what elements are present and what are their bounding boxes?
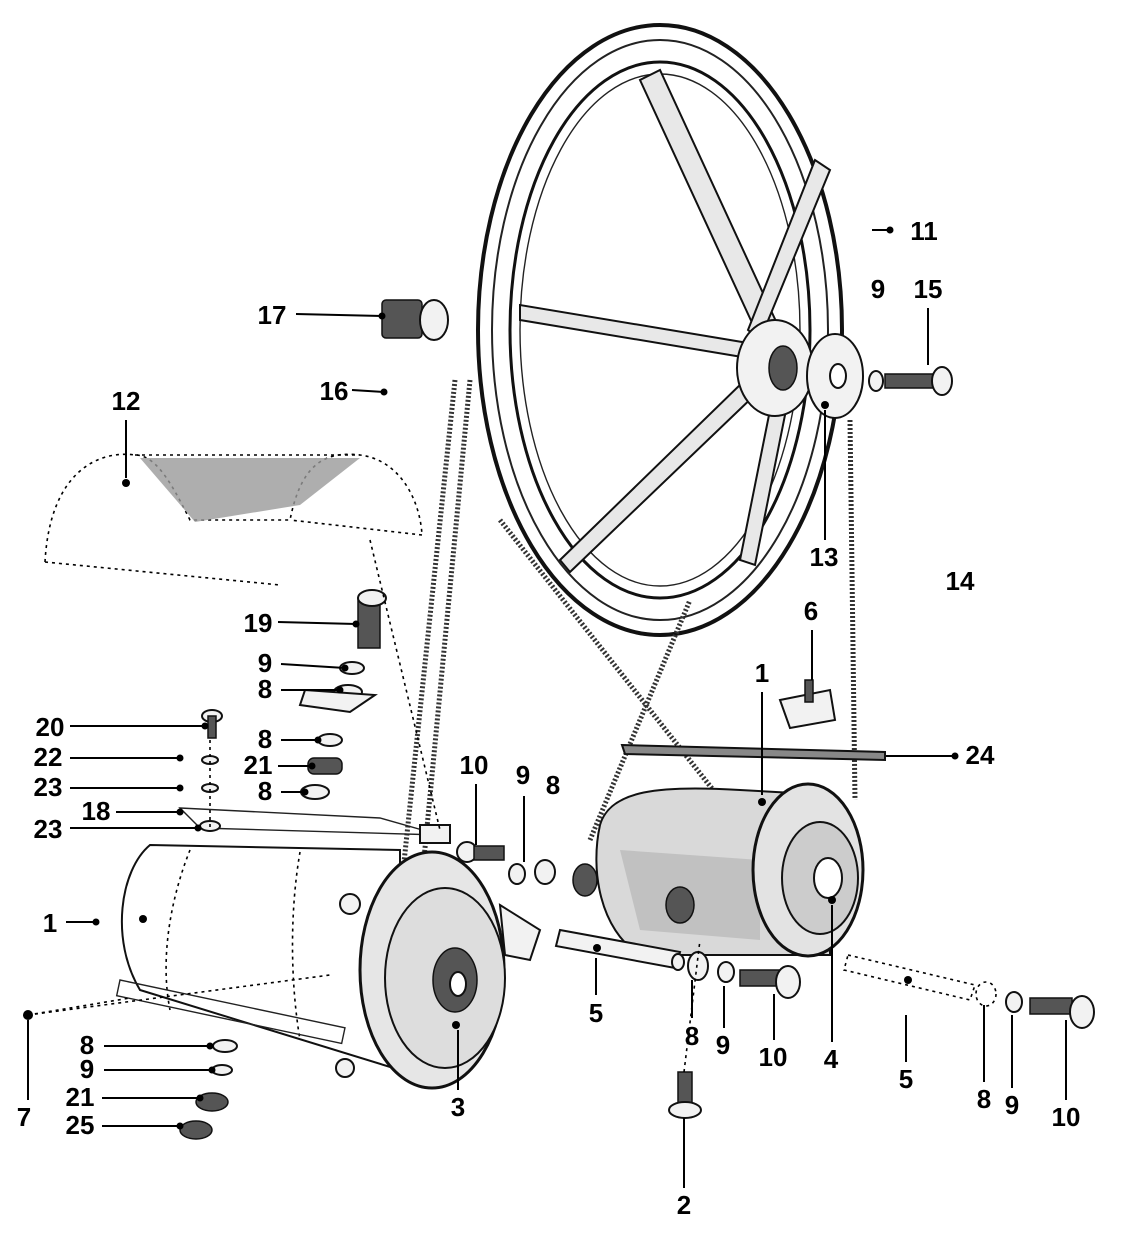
callout-label-c13: 13 bbox=[810, 542, 839, 572]
bolt-10-left bbox=[456, 841, 556, 885]
callout-leader-c16 bbox=[351, 389, 385, 393]
belt-cover-12 bbox=[44, 453, 423, 586]
callout-label-c9a: 9 bbox=[871, 274, 885, 304]
callout-dot-c17 bbox=[378, 312, 386, 320]
callout-label-c2: 2 bbox=[677, 1190, 691, 1220]
callout-dot-c22 bbox=[176, 754, 184, 762]
callout-label-c10a: 10 bbox=[460, 750, 489, 780]
callout-label-c6: 6 bbox=[804, 596, 818, 626]
callout-label-c9f: 9 bbox=[1005, 1090, 1019, 1120]
callout-label-c10c: 10 bbox=[1052, 1102, 1081, 1132]
callout-dot-c19 bbox=[352, 620, 360, 628]
callout-dot-c18 bbox=[176, 808, 184, 816]
callout-label-c8a: 8 bbox=[258, 674, 272, 704]
callout-label-c8b: 8 bbox=[258, 724, 272, 754]
callout-dot-c1b bbox=[92, 918, 100, 926]
callout-label-c25: 25 bbox=[66, 1110, 95, 1140]
leader-lines bbox=[27, 308, 1067, 1100]
callout-label-c9e: 9 bbox=[80, 1054, 94, 1084]
callout-label-c11: 11 bbox=[910, 216, 938, 246]
shaft-5-left bbox=[554, 928, 801, 999]
bottom-bolt-2 bbox=[668, 939, 702, 1188]
top-bolt-15 bbox=[868, 366, 953, 396]
callout-leader-c9b bbox=[280, 663, 346, 669]
callout-label-c14: 14 bbox=[946, 566, 975, 596]
callout-label-c3: 3 bbox=[451, 1092, 465, 1122]
callout-label-c21a: 21 bbox=[244, 750, 273, 780]
left-motor-1 bbox=[115, 843, 542, 1090]
callout-label-c1a: 1 bbox=[755, 658, 769, 688]
callout-dot-c21b bbox=[196, 1094, 204, 1102]
callout-label-c16: 16 bbox=[320, 376, 349, 406]
callout-dot-c16 bbox=[380, 388, 388, 396]
callout-label-c20: 20 bbox=[36, 712, 65, 742]
callout-dot-c23b bbox=[194, 824, 202, 832]
callout-label-c8e: 8 bbox=[685, 1021, 699, 1051]
callout-label-c22: 22 bbox=[34, 742, 63, 772]
callout-dot-c24 bbox=[951, 752, 959, 760]
callout-leader-c19 bbox=[277, 621, 357, 625]
callout-label-c8d: 8 bbox=[258, 776, 272, 806]
callout-label-c21b: 21 bbox=[66, 1082, 95, 1112]
callout-dot-c23a bbox=[176, 784, 184, 792]
callout-label-c8g: 8 bbox=[977, 1084, 991, 1114]
callout-label-c23a: 23 bbox=[34, 772, 63, 802]
callout-label-c9c: 9 bbox=[516, 760, 530, 790]
callout-label-c9b: 9 bbox=[258, 648, 272, 678]
callout-leader-c17 bbox=[295, 313, 383, 317]
callout-dot-c20 bbox=[201, 722, 209, 730]
callout-label-c5b: 5 bbox=[899, 1064, 913, 1094]
knob-17 bbox=[381, 299, 449, 341]
callout-label-c23b: 23 bbox=[34, 814, 63, 844]
callout-label-c9d: 9 bbox=[716, 1030, 730, 1060]
callout-dot-c8f bbox=[206, 1042, 214, 1050]
callout-label-c18: 18 bbox=[82, 796, 111, 826]
flywheel-flange bbox=[806, 333, 864, 419]
callout-dot-c8a bbox=[336, 686, 344, 694]
callout-label-c4: 4 bbox=[824, 1044, 839, 1074]
callout-dot-c25 bbox=[176, 1122, 184, 1130]
right-motor-1 bbox=[572, 679, 886, 958]
callout-label-c10b: 10 bbox=[759, 1042, 788, 1072]
callout-label-c5a: 5 bbox=[589, 998, 603, 1028]
drive-belts bbox=[397, 379, 858, 902]
callout-dot-c21a bbox=[308, 762, 316, 770]
shaft-5-right bbox=[843, 954, 1095, 1029]
callout-label-c15: 15 bbox=[914, 274, 943, 304]
callout-label-c1b: 1 bbox=[43, 908, 57, 938]
callout-dot-c9e bbox=[208, 1066, 216, 1074]
callout-dot-c8b bbox=[314, 736, 322, 744]
callout-label-c12: 12 bbox=[112, 386, 141, 416]
callout-label-c19: 19 bbox=[244, 608, 273, 638]
callout-label-c7: 7 bbox=[17, 1102, 31, 1132]
left-hardware-stack bbox=[178, 539, 451, 844]
callout-dot-c9b bbox=[341, 664, 349, 672]
callout-label-c8f: 8 bbox=[80, 1030, 94, 1060]
callout-dot-c8d bbox=[301, 788, 309, 796]
large-flywheel bbox=[476, 23, 844, 637]
callout-label-c8c: 8 bbox=[546, 770, 560, 800]
callout-label-c17: 17 bbox=[258, 300, 287, 330]
callout-dot-c11 bbox=[886, 226, 894, 234]
callout-label-c24: 24 bbox=[966, 740, 995, 770]
